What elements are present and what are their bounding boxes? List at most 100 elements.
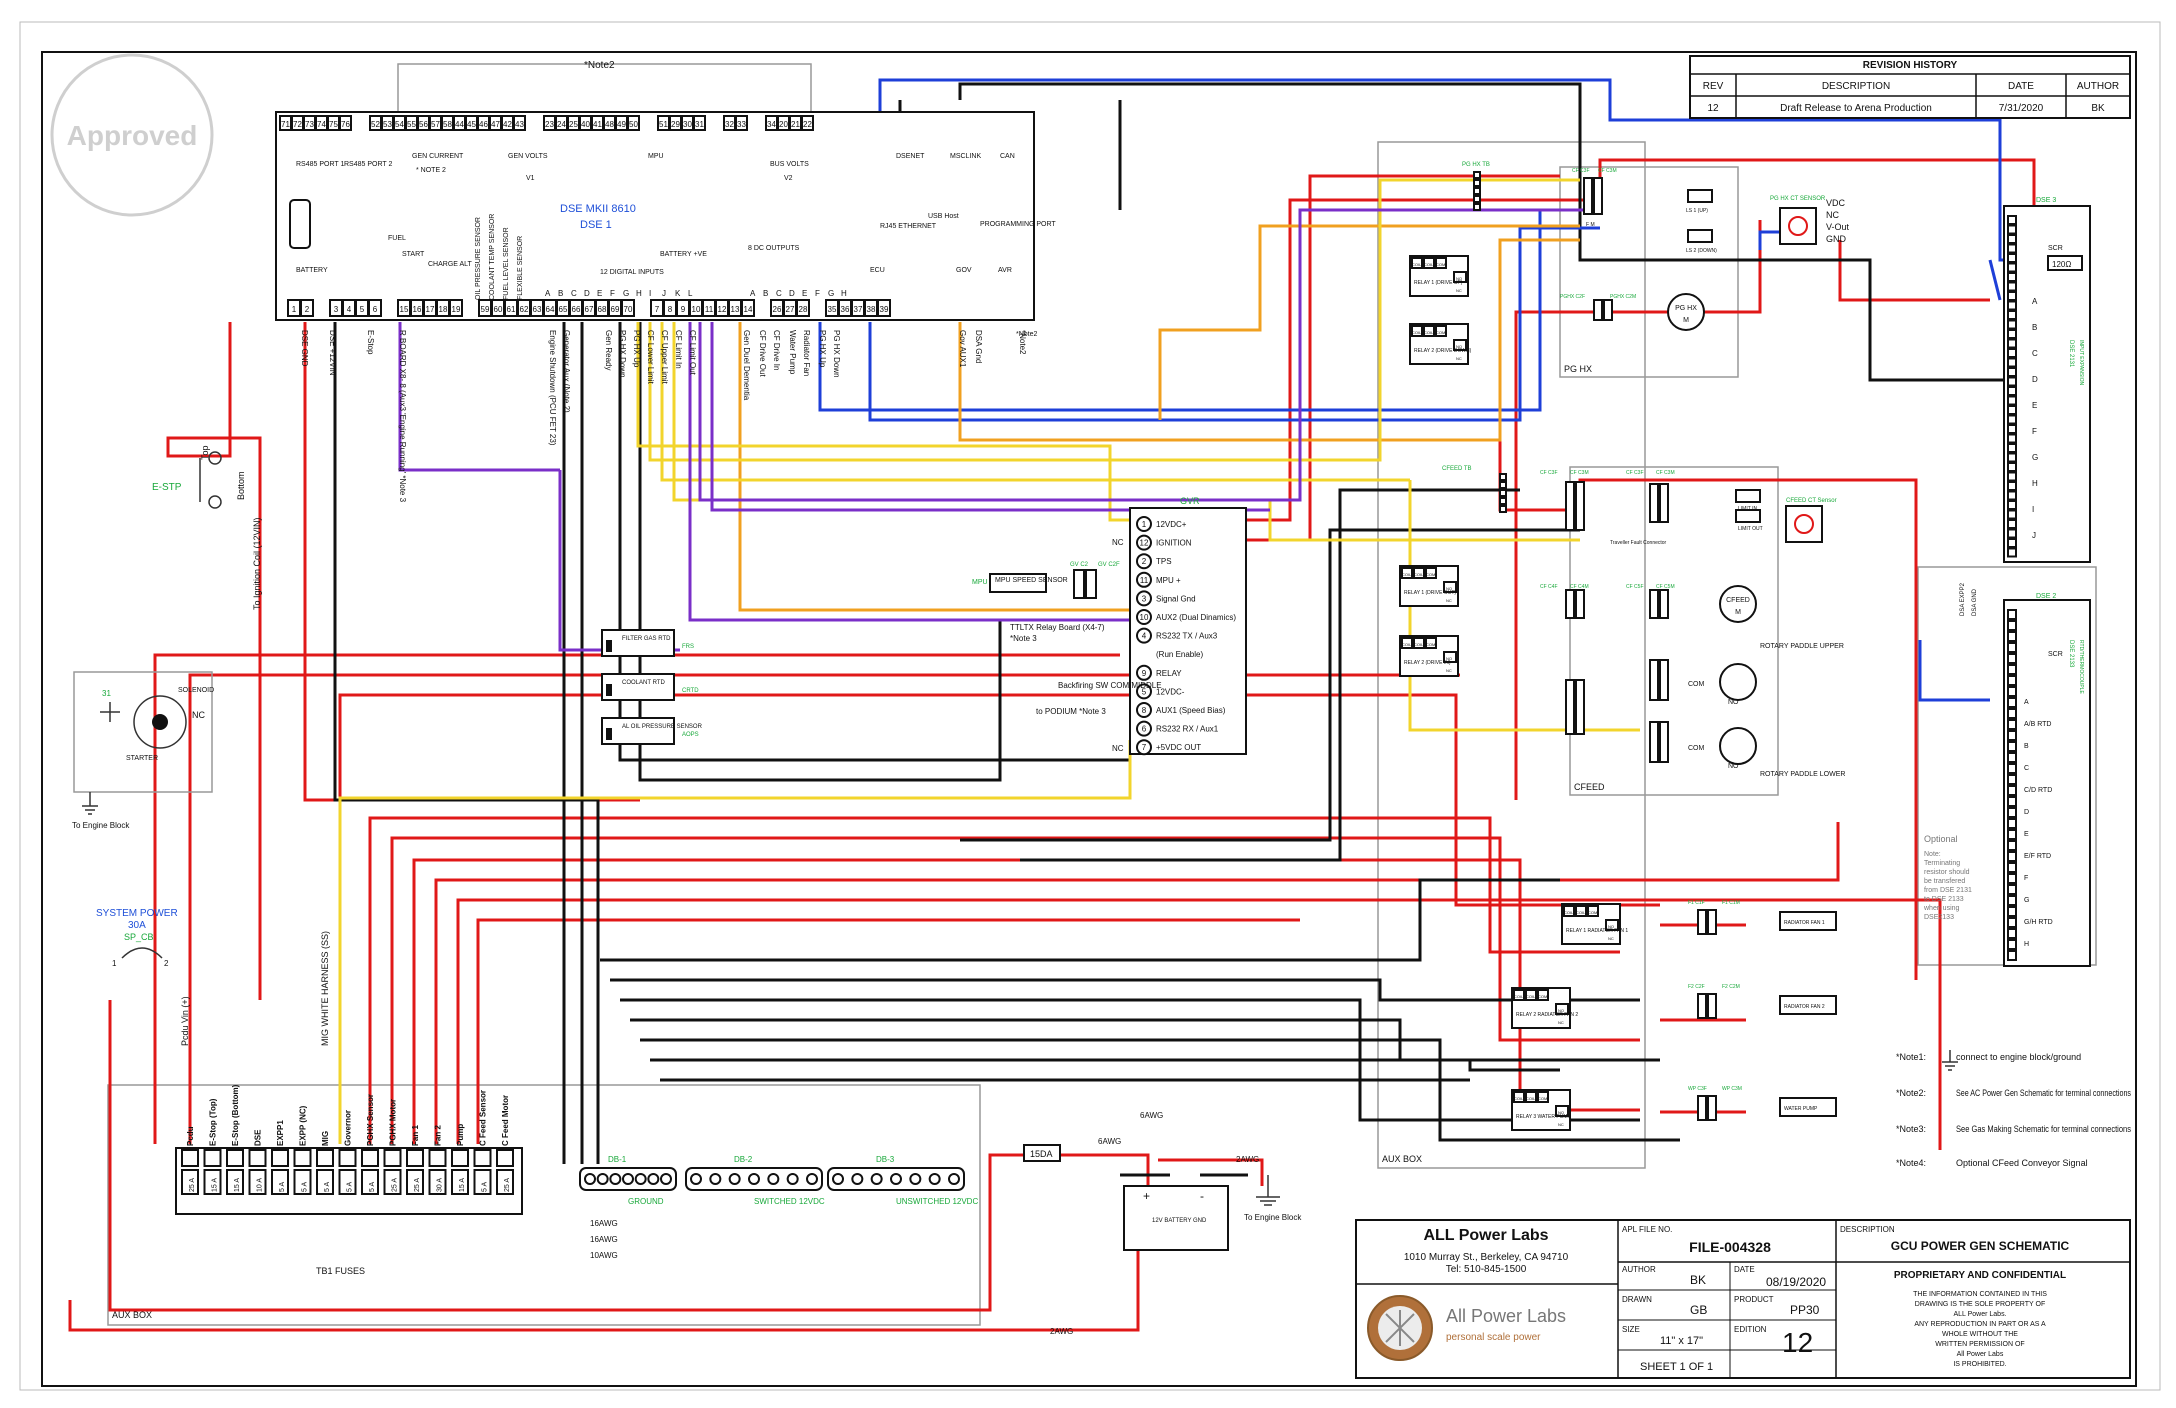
connector-m: [1575, 679, 1585, 735]
dse-bottom-terminal-label: 65: [559, 305, 568, 314]
wire-black-38: [1020, 488, 1520, 862]
dse-model: DSE MKII 8610: [560, 203, 636, 215]
fuse-top: [293, 1149, 312, 1167]
dse-group-label: RS485 PORT 1: [296, 161, 344, 168]
dse2131-terminal: [2007, 262, 2017, 273]
dse2133-terminal: [2007, 708, 2017, 719]
relay-com: [1537, 1091, 1549, 1103]
relay-cell: COIL: [1424, 262, 1434, 267]
relay-label: RELAY 2 RADIATOR FAN 2: [1516, 1012, 1578, 1018]
ct2-label: CFEED CT Sensor: [1786, 498, 1837, 504]
dse-sensor-label: OIL PRESSURE SENSOR: [475, 217, 482, 300]
dse2133-letter: A/B RTD: [2024, 721, 2052, 728]
dse2133-exp: DSA EXPP2: [1960, 582, 1966, 616]
wire-red-0: [166, 322, 262, 458]
fuse-body: [473, 1169, 492, 1195]
tb-product: PP30: [1790, 1303, 1820, 1317]
title-block: ALL Power Labs 1010 Murray St., Berkeley…: [1355, 1219, 2131, 1379]
relay-coil: [1423, 325, 1435, 337]
tb-sheet: SHEET 1 OF 1: [1640, 1361, 1713, 1373]
dse2133-terminal: [2007, 818, 2017, 829]
dse-bottom-terminal-label: 59: [481, 305, 490, 314]
dse-sensor-label: COOLANT TEMP SENSOR: [489, 214, 496, 300]
optional-line: when using: [1923, 905, 1960, 912]
distribution-stud: [634, 1173, 647, 1185]
dse2131-letter: F: [2032, 427, 2037, 436]
dse2131-terminal: [2007, 338, 2017, 349]
relay-board-note: *Note 3: [1010, 634, 1037, 643]
connector-f: [1583, 177, 1593, 215]
dse2131-terminal: [2007, 357, 2017, 368]
wire-label: CF Drive Out: [758, 330, 767, 377]
dse2131-sub: INPUT EXPANSION: [2078, 340, 2084, 385]
sensor-box: [601, 673, 675, 701]
dse2131-scr: SCR: [2048, 245, 2063, 252]
connector-m: [1707, 909, 1717, 935]
cfeed-no: NO: [1728, 699, 1739, 706]
limit-switch-icon: [1687, 229, 1713, 243]
dse-input-letter: K: [675, 289, 681, 298]
optional-line: Note:: [1924, 851, 1941, 858]
dse2133-terminal: [2007, 686, 2017, 697]
wire-label: DSE GND: [300, 330, 309, 367]
dse2131-terminal: [2007, 272, 2017, 282]
radiator-fan-label: RADIATOR FAN 2: [1784, 1004, 1825, 1010]
dse-bottom-terminal-label: 38: [867, 305, 876, 314]
dse-bottom-terminal: [621, 299, 635, 317]
connector-f: [1649, 589, 1659, 619]
dse-bottom-terminal-label: 66: [572, 305, 581, 314]
battery-ground: To Engine Block: [1244, 1213, 1302, 1222]
ct-nc: NC: [1826, 210, 1839, 220]
dse-top-terminal-label: 48: [605, 120, 614, 129]
tb-prop-title: PROPRIETARY AND CONFIDENTIAL: [1894, 1270, 2066, 1281]
gv-c2f: GV C2F: [1098, 562, 1120, 568]
gv-c2: GV C2: [1070, 562, 1089, 568]
wire-purple-58: [398, 322, 560, 472]
relay-cell: COIL: [1412, 262, 1422, 267]
dse2133-terminal: [2007, 906, 2017, 917]
tb-logo-text: All Power Labs: [1446, 1306, 1566, 1326]
fuse-top: [181, 1149, 199, 1167]
dse-top-terminal-label: 30: [683, 120, 692, 129]
tb-file: FILE-004328: [1689, 1239, 1771, 1255]
wire-orange-49: [738, 322, 1130, 612]
governor-pin-number: 12: [1140, 539, 1149, 548]
distribution-stud: [609, 1173, 622, 1185]
distribution-stud: [584, 1173, 596, 1185]
relay-no: [1453, 271, 1467, 283]
ct-sensor-label: PG HX CT SENSOR: [1770, 196, 1826, 202]
wire-red-9: [434, 822, 1840, 1144]
dse2131-ohm: 120Ω: [2052, 260, 2071, 269]
dse2133-letter: A: [2024, 699, 2029, 706]
dse-bottom-terminal-label: 39: [880, 305, 889, 314]
dse-input-letter: I: [649, 289, 651, 298]
tb-terminal: [1473, 203, 1481, 211]
radiator-conn: WP C3F: [1688, 1086, 1707, 1092]
dse2133-terminal: [2007, 829, 2017, 840]
dse-input-letter: E: [597, 289, 602, 298]
relay-cell: COIL: [1412, 330, 1422, 335]
dse-bottom-terminal-label: 1: [292, 305, 297, 314]
distribution-stud: [870, 1173, 883, 1185]
dse2131-terminal: [2007, 395, 2017, 406]
dse-input-letter: C: [571, 289, 577, 298]
governor-pin: [1136, 534, 1152, 551]
dse2133-terminal: [2007, 642, 2017, 653]
relay-cell: COM: [1426, 642, 1435, 647]
fuse-name: E-Stop (Bottom): [231, 1084, 240, 1146]
dse2133-letter: D: [2024, 809, 2029, 816]
dse2133-terminal: [2007, 620, 2017, 631]
relay-cell: COM: [1426, 572, 1435, 577]
dse2133-terminal: [2007, 763, 2017, 774]
wire-blue-44: [868, 226, 1600, 422]
dse2131-letter: J: [2032, 531, 2036, 540]
connector-m: [1707, 1095, 1717, 1121]
sensor-tag: AOPS: [682, 732, 699, 738]
governor-nc-2: NC: [1112, 744, 1124, 753]
dse2133-terminal: [2007, 752, 2017, 763]
dse-group-label: *Note2: [1016, 331, 1038, 338]
sensor-terminal: [606, 640, 612, 652]
wire-gauge: 16AWG: [590, 1219, 618, 1228]
governor-pin: [1136, 516, 1152, 532]
